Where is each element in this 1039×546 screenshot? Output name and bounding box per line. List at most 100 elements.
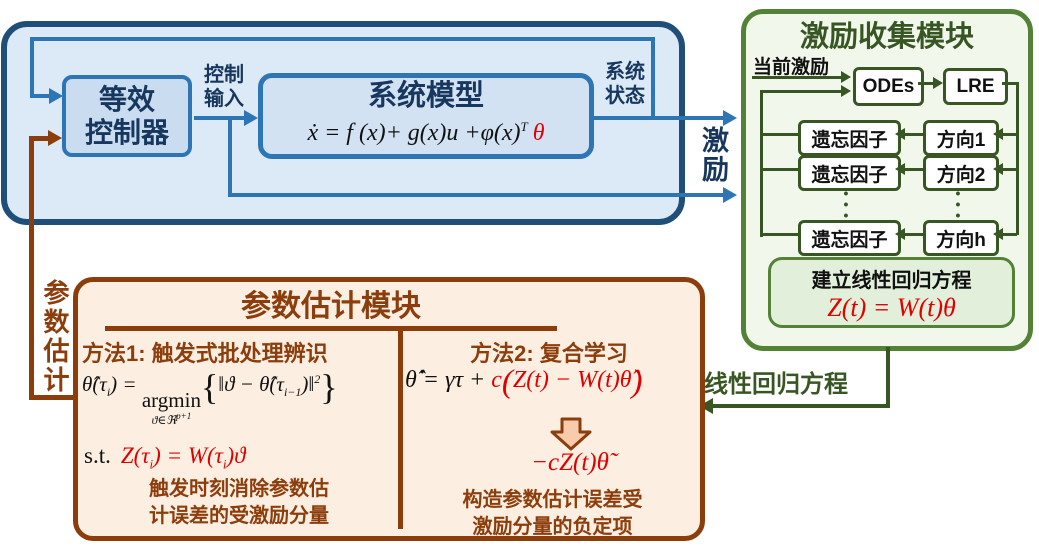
arrowhead-icon: [933, 77, 943, 89]
block-down-arrow-icon: [550, 417, 592, 451]
connector-line-param-feedback-vertical: [29, 136, 34, 400]
system-state-label: 系统 状态: [598, 60, 652, 108]
system-state-line1: 系统: [605, 61, 645, 83]
lre-label: LRE: [956, 75, 995, 97]
connector-line-forget-stub-h: [763, 233, 798, 236]
eq-segment: }: [320, 367, 338, 407]
parameter-estimate-feedback-label: 参数估计: [40, 279, 70, 395]
eq-segment: θ̂(τ: [82, 372, 107, 396]
eq-segment: )ϑ: [226, 443, 246, 468]
arrowhead-icon: [723, 187, 737, 203]
arrowhead-icon: [895, 163, 905, 175]
connector-line-dir-forget-h: [905, 233, 923, 236]
arrowhead-icon: [841, 85, 851, 97]
arrowhead-icon: [48, 130, 62, 146]
method1-caption-line2: 计误差的受激励分量: [149, 505, 329, 527]
method2-result-term: −cZ(t)θ̃: [531, 449, 609, 476]
method2-equation: θ̂̇ = γτ + c(Z(t) − W(t)θ̂): [405, 364, 643, 401]
connector-line-left-bus: [760, 90, 763, 237]
control-input-label: 控制 输入: [198, 63, 250, 111]
eq-segment: {: [200, 367, 219, 407]
forgetting-factor-box-1: 遗忘因子: [798, 120, 901, 156]
parameter-estimation-module: [73, 277, 705, 541]
controller-label-line2: 控制器: [84, 117, 169, 148]
eq-segment: c: [491, 367, 502, 393]
eq-segment: s.t.: [84, 443, 111, 468]
eq-segment: ϑ∈ℜp+1: [152, 411, 192, 428]
forgetting-factor-label: 遗忘因子: [811, 129, 888, 151]
vertical-ellipsis-icon: • • •: [843, 185, 849, 223]
system-state-line2: 状态: [605, 85, 645, 107]
eq-segment: Z(τi) = W(τi)ϑ: [120, 443, 246, 472]
connector-line-excitation-bottom: [228, 193, 725, 197]
connector-line-feedback-top: [30, 37, 655, 41]
eq-segment: argmin: [141, 388, 201, 412]
control-input-line2: 输入: [204, 88, 244, 110]
divider-vertical: [398, 331, 403, 529]
eq-segment: Z(t) − W(t)θ̂: [512, 367, 632, 393]
method1-constraint: s.t.Z(τi) = W(τi)ϑ: [84, 443, 245, 473]
method2-caption: 构造参数估计误差受 激励分量的负定项: [410, 487, 695, 541]
controller-label-line1: 等效: [98, 84, 155, 115]
connector-line-state-output: [594, 116, 725, 120]
arrowhead-icon: [49, 88, 63, 104]
connector-line-lre-down: [886, 347, 890, 407]
eq-segment: θ: [532, 120, 545, 146]
method1-caption: 触发时刻消除参数估 计误差的受激励分量: [84, 476, 394, 530]
connector-line-into-controller: [30, 94, 52, 98]
eq-segment: )‖: [301, 372, 315, 396]
eq-segment: θ̂̇ = γτ +: [405, 367, 492, 393]
method2-caption-line2: 激励分量的负定项: [472, 516, 633, 538]
connector-line-feedback-right: [651, 37, 655, 118]
arrowhead-icon: [723, 110, 737, 126]
connector-line-forget-stub-1: [763, 133, 798, 136]
forgetting-factor-box-2: 遗忘因子: [798, 155, 901, 191]
direction-label: 方向h: [936, 229, 986, 251]
direction-box-1: 方向1: [923, 120, 999, 156]
arrowhead-icon: [993, 128, 1003, 140]
eq-segment: ϑ∈ℜ: [151, 413, 177, 427]
method2-caption-line1: 构造参数估计误差受: [462, 489, 643, 511]
eq-segment: Z(τ: [120, 443, 150, 468]
excitation-signal-label: 激励: [698, 126, 728, 184]
arrowhead-icon: [895, 128, 905, 140]
connector-line-bus-dir-2: [1003, 168, 1017, 171]
eq-segment: ẋ = f (x)+ g(x)u +φ(x): [307, 120, 521, 146]
eq-segment: i−1: [283, 385, 302, 400]
connector-line-lre-out: [1002, 82, 1019, 85]
connector-line-param-feedback-bottom: [29, 395, 75, 400]
eq-segment: ‖ϑ − θ̂(τ: [218, 372, 284, 396]
arrowhead-icon: [841, 71, 851, 83]
eq-segment: i: [106, 385, 111, 400]
arrowhead-icon: [895, 228, 905, 240]
direction-box-h: 方向h: [923, 220, 999, 256]
connector-line-control-input: [194, 116, 246, 120]
eq-segment: i: [222, 456, 227, 472]
forgetting-factor-box-h: 遗忘因子: [798, 220, 901, 256]
eq-segment: T: [520, 119, 528, 134]
connector-line-forget-stub-2: [763, 168, 798, 171]
direction-label: 方向1: [936, 129, 986, 151]
control-input-line1: 控制: [204, 64, 244, 86]
excitation-module-title: 激励收集模块: [799, 21, 974, 53]
forgetting-factor-label: 遗忘因子: [811, 164, 888, 186]
method2-heading: 方法2: 复合学习: [470, 341, 628, 366]
connector-line-bus-dir-1: [1003, 133, 1017, 136]
arrowhead-icon: [993, 163, 1003, 175]
connector-line-input-tap: [228, 118, 232, 197]
method1-caption-line1: 触发时刻消除参数估: [149, 478, 329, 500]
lre-box: LRE: [943, 68, 1008, 105]
direction-label: 方向2: [936, 164, 986, 186]
eq-segment: ) =: [110, 372, 142, 396]
linear-regression-equation-box: 建立线性回归方程 Z(t) = W(t)θ: [768, 257, 1015, 328]
arrowhead-icon: [244, 110, 258, 126]
eq-segment: ): [631, 364, 643, 400]
current-excitation-label: 当前激励: [753, 57, 830, 78]
eq-segment: (: [501, 364, 513, 400]
system-model-title: 系统模型: [367, 80, 484, 112]
odes-box: ODEs: [853, 67, 924, 106]
lre-box-equation: Z(t) = W(t)θ: [827, 293, 956, 322]
